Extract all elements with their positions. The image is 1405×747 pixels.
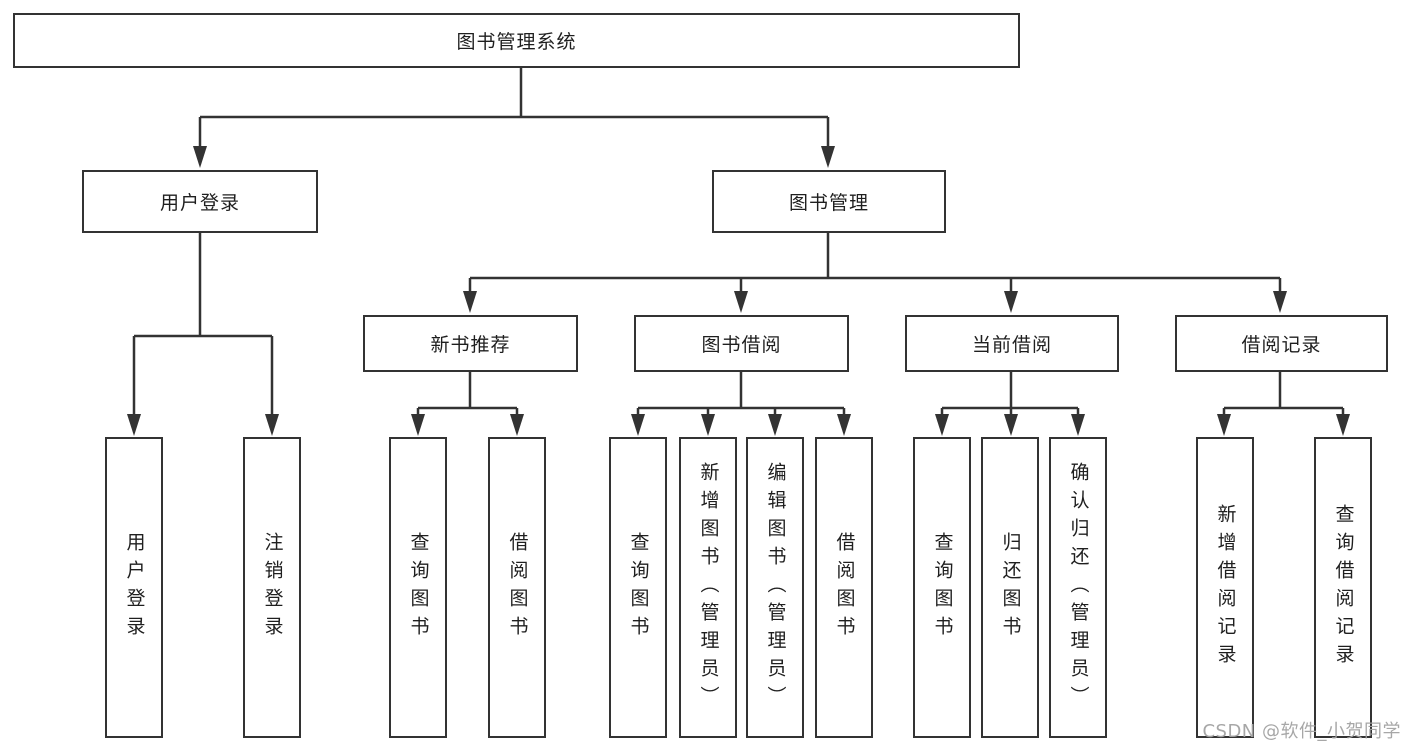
leaf-current-query-book-label: 查询图书 <box>931 531 954 644</box>
node-new-book-recommend-label: 新书推荐 <box>430 334 511 356</box>
leaf-confirm-return-admin-label: 确认归还（管理员） <box>1067 461 1090 714</box>
leaf-add-borrow-record-label: 新增借阅记录 <box>1214 503 1237 672</box>
leaf-borrow-book-label: 借阅图书 <box>833 531 856 644</box>
leaf-borrow-book: 借阅图书 <box>815 437 873 738</box>
leaf-add-book-admin: 新增图书（管理员） <box>679 437 737 738</box>
leaf-add-book-admin-label: 新增图书（管理员） <box>697 461 720 714</box>
csdn-watermark: CSDN @软件_小贺同学 <box>1202 721 1401 742</box>
node-root: 图书管理系统 <box>13 13 1020 68</box>
leaf-confirm-return-admin: 确认归还（管理员） <box>1049 437 1107 738</box>
leaf-return-book: 归还图书 <box>981 437 1039 738</box>
node-new-book-recommend: 新书推荐 <box>363 315 578 372</box>
leaf-current-query-book: 查询图书 <box>913 437 971 738</box>
connector-user-login-to-leaves <box>132 233 274 416</box>
leaf-borrow-query-book-label: 查询图书 <box>627 531 650 644</box>
leaf-borrow-query-book: 查询图书 <box>609 437 667 738</box>
leaf-recommend-query-book-label: 查询图书 <box>407 531 430 644</box>
connector-book-management-to-level2 <box>468 233 1282 293</box>
node-current-borrow-label: 当前借阅 <box>971 334 1052 356</box>
node-book-borrow: 图书借阅 <box>634 315 849 372</box>
leaf-recommend-borrow-book-label: 借阅图书 <box>506 531 529 644</box>
connector-book-borrow-to-leaves <box>636 372 846 416</box>
node-user-login-label: 用户登录 <box>159 192 240 214</box>
node-book-borrow-label: 图书借阅 <box>701 334 782 356</box>
connector-current-borrow-to-leaves <box>940 372 1080 416</box>
leaf-query-borrow-record: 查询借阅记录 <box>1314 437 1372 738</box>
node-borrow-record: 借阅记录 <box>1175 315 1388 372</box>
node-current-borrow: 当前借阅 <box>905 315 1119 372</box>
leaf-query-borrow-record-label: 查询借阅记录 <box>1332 503 1355 672</box>
leaf-user-login-label: 用户登录 <box>123 531 146 644</box>
connector-new-book-to-leaves <box>416 372 519 416</box>
connector-borrow-record-to-leaves <box>1222 372 1345 416</box>
leaf-logout-label: 注销登录 <box>261 531 284 644</box>
node-book-management: 图书管理 <box>712 170 946 233</box>
leaf-recommend-query-book: 查询图书 <box>389 437 447 738</box>
leaf-edit-book-admin: 编辑图书（管理员） <box>746 437 804 738</box>
leaf-user-login: 用户登录 <box>105 437 163 738</box>
node-user-login: 用户登录 <box>82 170 318 233</box>
node-borrow-record-label: 借阅记录 <box>1241 334 1322 356</box>
leaf-edit-book-admin-label: 编辑图书（管理员） <box>764 461 787 714</box>
leaf-return-book-label: 归还图书 <box>999 531 1022 644</box>
leaf-recommend-borrow-book: 借阅图书 <box>488 437 546 738</box>
arrowheads <box>127 146 1350 436</box>
connector-root-to-level1 <box>198 67 830 147</box>
leaf-logout: 注销登录 <box>243 437 301 738</box>
node-book-management-label: 图书管理 <box>788 192 869 214</box>
leaf-add-borrow-record: 新增借阅记录 <box>1196 437 1254 738</box>
node-root-label: 图书管理系统 <box>456 31 577 53</box>
